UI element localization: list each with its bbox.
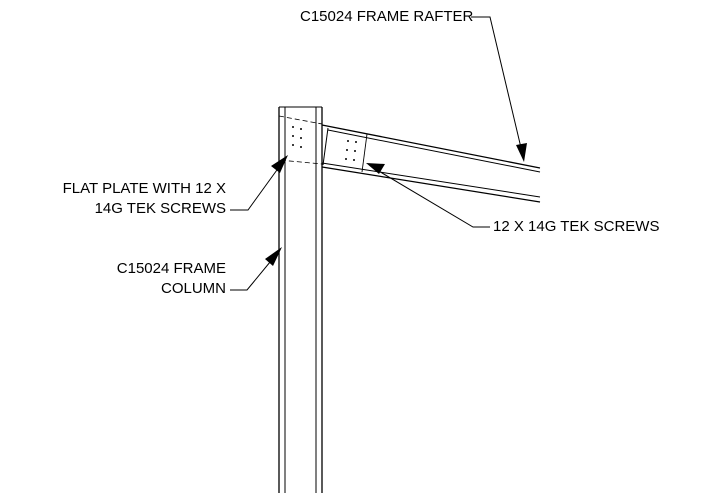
frame-rafter: [321, 124, 541, 203]
rafter-leader: [471, 16, 527, 162]
rafter-leader-arrowhead: [516, 143, 527, 162]
frame-column: [278, 106, 323, 493]
rafter-label: C15024 FRAME RAFTER: [300, 8, 474, 25]
rafter-bottom-edge: [321, 166, 541, 203]
rafter-leader-line: [471, 16, 523, 153]
rafter-inner-edge-left: [322, 127, 329, 166]
flat-plate-leader-line: [230, 162, 283, 211]
column-leader-arrowhead: [265, 247, 282, 266]
flat-plate-leader: [230, 155, 288, 211]
plate-screw: [292, 144, 294, 146]
bracket-screw: [346, 149, 348, 151]
rafter-bottom-inner-edge: [321, 162, 541, 198]
column-leader: [230, 247, 282, 291]
column-label-line1: C15024 FRAME: [116, 260, 226, 277]
plate-screw: [292, 126, 294, 128]
bracket-screw: [354, 150, 356, 152]
flat-plate-leader-arrowhead: [271, 155, 288, 173]
flat-plate-screws: [292, 126, 302, 148]
bracket-screw: [355, 141, 357, 143]
bracket-screw: [353, 159, 355, 161]
plate-screw: [300, 146, 302, 148]
column-leader-line: [230, 255, 276, 291]
bracket-screw: [347, 140, 349, 142]
screws-leader: [366, 163, 490, 228]
flat-plate-label-line2: 14G TEK SCREWS: [94, 200, 226, 217]
rafter-top-inner-edge: [327, 129, 541, 173]
rafter-top-edge: [321, 124, 541, 169]
column-label-line2: COLUMN: [160, 280, 226, 297]
rafter-bracket-edge: [361, 133, 368, 173]
screws-leader-arrowhead: [366, 163, 385, 174]
rafter-bracket-screws: [345, 140, 357, 161]
plate-screw: [292, 135, 294, 137]
flat-plate-label-line1: FLAT PLATE WITH 12 X: [62, 180, 226, 197]
screws-label: 12 X 14G TEK SCREWS: [493, 218, 660, 235]
plate-screw: [300, 137, 302, 139]
plate-screw: [300, 128, 302, 130]
screws-leader-line: [376, 169, 490, 228]
bracket-screw: [345, 158, 347, 160]
